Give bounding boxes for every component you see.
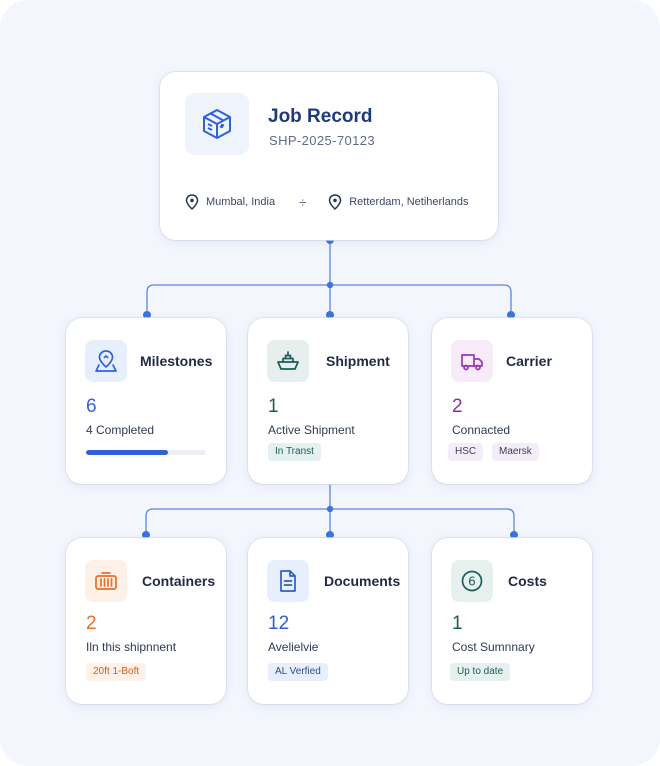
route-separator: ÷ <box>299 194 307 210</box>
job-icon-container <box>185 93 249 155</box>
job-title: Job Record <box>268 106 373 127</box>
carrier-icon-container <box>451 340 493 382</box>
costs-label: Costs <box>508 573 547 589</box>
connector-node <box>326 531 334 539</box>
documents-sub: Avelielvie <box>268 640 319 654</box>
cube-box-icon <box>203 109 231 139</box>
containers-size-badge: 20ft 1-Boft <box>86 663 147 681</box>
connector-node <box>507 311 515 319</box>
costs-count: 1 <box>452 613 463 634</box>
containers-sub: Iln this shipnnent <box>86 640 177 654</box>
containers-label: Containers <box>142 573 216 589</box>
carrier-chip-hsc: HSC <box>448 443 484 461</box>
milestones-label: Milestones <box>140 353 213 369</box>
documents-label: Documents <box>324 573 401 589</box>
ship-icon <box>277 351 299 370</box>
truck-icon <box>461 354 483 371</box>
shipment-label: Shipment <box>326 353 390 369</box>
carrier-label: Carrier <box>506 353 552 369</box>
connector-node <box>142 531 150 539</box>
milestones-progress-fill <box>86 450 168 455</box>
shipment-icon-container <box>267 340 309 382</box>
carrier-chip-maersk: Maersk <box>492 443 539 461</box>
carrier-card[interactable]: Carrier 2 Connacted HSC Maersk <box>432 318 592 484</box>
documents-verified-badge: AL Verfied <box>268 663 328 681</box>
shipment-card[interactable]: Shipment 1 Active Shipment In Transt <box>248 318 408 484</box>
route: Mumbal, India ÷ Retterdam, Netiherlands <box>185 194 468 210</box>
documents-card[interactable]: Documents 12 Avelielvie AL Verfied <box>248 538 408 704</box>
destination-pin-icon <box>328 194 342 210</box>
job-record-card[interactable]: Job Record SHP-2025-70123 Mumbal, India … <box>160 72 498 240</box>
origin-pin-icon <box>185 194 199 210</box>
destination-location: Retterdam, Netiherlands <box>349 196 469 208</box>
cost-coin-icon: 6 <box>461 570 483 592</box>
job-reference: SHP-2025-70123 <box>269 133 376 148</box>
connector-node <box>510 531 518 539</box>
costs-card[interactable]: 6 Costs 1 Cost Sumnnary Up to date <box>432 538 592 704</box>
connector-node <box>326 311 334 319</box>
containers-card[interactable]: Containers 2 Iln this shipnnent 20ft 1-B… <box>66 538 226 704</box>
svg-text:6: 6 <box>468 575 476 589</box>
shipment-status-badge: In Transt <box>268 443 321 461</box>
costs-status-badge: Up to date <box>450 663 511 681</box>
connector-node <box>143 311 151 319</box>
milestones-sub: 4 Completed <box>86 423 155 437</box>
containers-count: 2 <box>86 613 97 634</box>
documents-count: 12 <box>268 613 290 634</box>
carrier-count: 2 <box>452 396 463 417</box>
map-pin-icon <box>95 350 117 372</box>
shipment-sub: Active Shipment <box>268 423 355 437</box>
costs-icon-container: 6 <box>451 560 493 602</box>
connector-node <box>326 505 334 513</box>
origin-location: Mumbal, India <box>206 196 276 208</box>
milestones-progress-bar <box>86 450 206 455</box>
connector-node <box>326 281 334 289</box>
containers-icon-container <box>85 560 127 602</box>
milestones-count: 6 <box>86 396 97 417</box>
documents-icon-container <box>267 560 309 602</box>
container-icon <box>95 572 117 590</box>
milestones-card[interactable]: Milestones 6 4 Completed <box>66 318 226 484</box>
costs-sub: Cost Sumnnary <box>452 640 535 654</box>
milestones-icon-container <box>85 340 127 382</box>
document-icon <box>280 570 296 592</box>
shipment-count: 1 <box>268 396 279 417</box>
carrier-sub: Connacted <box>452 423 511 437</box>
